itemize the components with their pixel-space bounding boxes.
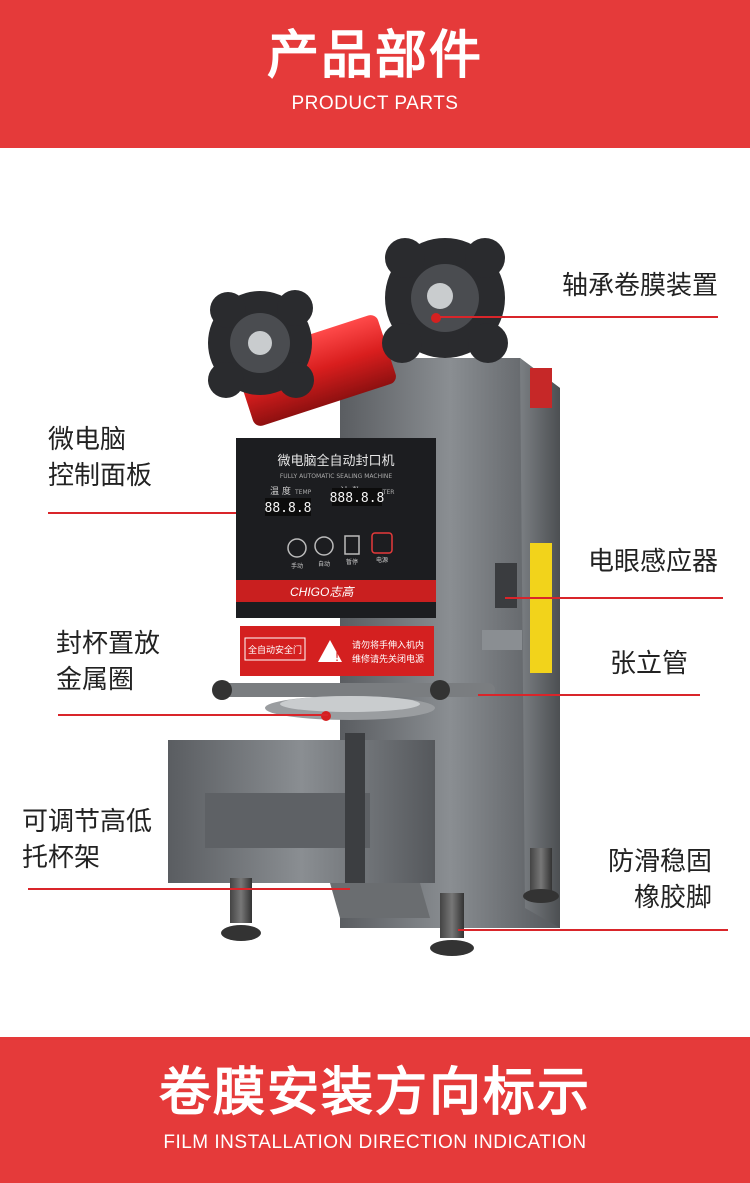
warning-sticker	[530, 543, 552, 673]
svg-text:!: !	[335, 650, 340, 664]
leader-tension-tube	[478, 694, 700, 696]
right-film-knob	[382, 238, 508, 363]
count-display: 888.8.8	[330, 491, 385, 506]
header-title-cn: 产品部件	[266, 26, 483, 86]
foot-2	[430, 940, 474, 956]
svg-text:电源: 电源	[376, 556, 388, 564]
label-control-panel: 微电脑 控制面板	[48, 425, 153, 491]
footer-title-en: FILM INSTALLATION DIRECTION INDICATION	[163, 1132, 587, 1153]
label-cup-ring: 封杯置放 金属圈	[56, 629, 161, 695]
panel-title: 微电脑全自动封口机	[277, 453, 394, 469]
brand-logo: CHIGO志高	[290, 585, 355, 599]
header-banner: 产品部件 PRODUCT PARTS	[0, 0, 750, 148]
leader-feet	[458, 929, 728, 931]
footer-title-cn: 卷膜安装方向标示	[158, 1063, 591, 1123]
svg-text:全自动安全门: 全自动安全门	[248, 644, 302, 656]
label-feet: 防滑稳固 橡胶脚	[607, 847, 712, 913]
label-film-roller: 轴承卷膜装置	[561, 271, 718, 301]
foot-3	[523, 889, 559, 903]
leader-control-panel	[48, 512, 236, 514]
power-button[interactable]	[371, 532, 393, 554]
tension-bar	[215, 683, 495, 697]
leader-photo-sensor	[505, 597, 723, 599]
svg-text:TEMP: TEMP	[294, 489, 312, 496]
header-title-en: PRODUCT PARTS	[291, 93, 459, 114]
svg-text:维修请先关闭电源: 维修请先关闭电源	[352, 653, 424, 665]
cup-tray	[330, 883, 430, 918]
svg-text:请勿将手伸入机内: 请勿将手伸入机内	[352, 639, 424, 651]
svg-text:手动: 手动	[291, 562, 303, 570]
leader-cup-ring	[58, 714, 328, 716]
pause-button[interactable]	[344, 535, 360, 555]
sealing-machine-image: 微电脑全自动封口机 FULLY AUTOMATIC SEALING MACHIN…	[168, 238, 560, 956]
label-tension-tube: 张立管	[609, 649, 688, 679]
panel-buttons: 手动 自动 暂停 电源	[287, 532, 393, 570]
machine-illustration: 微电脑全自动封口机 FULLY AUTOMATIC SEALING MACHIN…	[0, 148, 750, 1037]
leader-film-roller	[440, 316, 718, 318]
photo-sensor	[495, 563, 517, 608]
manual-button[interactable]	[287, 538, 307, 558]
svg-text:自动: 自动	[318, 560, 330, 568]
lift-screw	[345, 733, 365, 883]
safety-door	[240, 626, 434, 676]
auto-button[interactable]	[314, 536, 334, 556]
svg-text:温 度: 温 度	[270, 485, 291, 497]
left-film-knob	[208, 290, 314, 398]
footer-banner: 卷膜安装方向标示 FILM INSTALLATION DIRECTION IND…	[0, 1037, 750, 1183]
film-roll	[235, 315, 396, 426]
foot-1	[221, 925, 261, 941]
svg-text:FULLY AUTOMATIC SEALING MACHIN: FULLY AUTOMATIC SEALING MACHINE	[280, 473, 393, 480]
temp-display: 88.8.8	[265, 501, 312, 516]
leader-cup-holder	[28, 888, 350, 890]
label-photo-sensor: 电眼感应器	[587, 547, 718, 577]
label-cup-holder: 可调节高低 托杯架	[22, 807, 153, 873]
svg-text:暂停: 暂停	[346, 558, 358, 566]
